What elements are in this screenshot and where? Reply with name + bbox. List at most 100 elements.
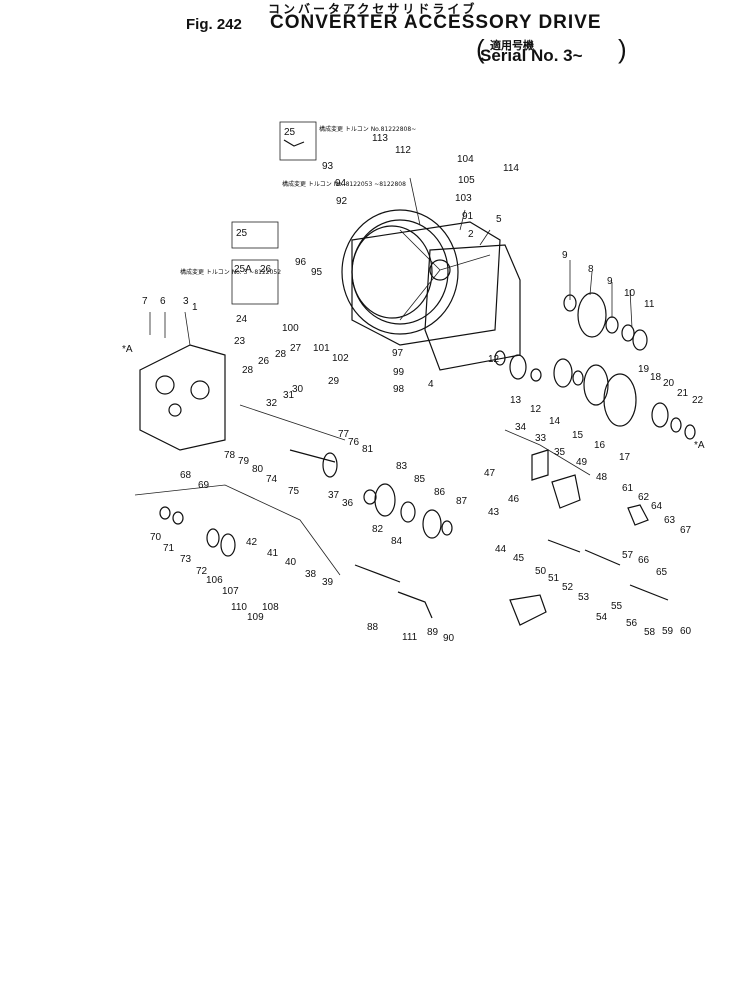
- callout-26: 26: [260, 264, 272, 275]
- callout-41: 41: [267, 548, 279, 559]
- callout-59: 59: [662, 626, 674, 637]
- callout-80: 80: [252, 464, 264, 475]
- callout-68: 68: [180, 470, 192, 481]
- callout-112: 112: [395, 145, 411, 156]
- callout-108: 108: [262, 602, 279, 613]
- callout-6: 6: [160, 296, 166, 307]
- callout-21: 21: [677, 388, 689, 399]
- callout-4: 4: [428, 379, 434, 390]
- serial-range: Serial No. 3~: [480, 46, 583, 65]
- callout-56: 56: [626, 618, 638, 629]
- callout-49: 49: [576, 457, 588, 468]
- converter-housing: [341, 209, 501, 346]
- callout-79: 79: [238, 456, 250, 467]
- callout-7: 7: [142, 296, 148, 307]
- page-title: CONVERTER ACCESSORY DRIVE: [270, 12, 602, 33]
- callout-66: 66: [638, 555, 650, 566]
- callout-35: 35: [554, 447, 566, 458]
- figure-number: Fig. 242: [186, 16, 242, 33]
- callout-36: 36: [342, 498, 354, 509]
- callout-48: 48: [596, 472, 608, 483]
- callout-57: 57: [622, 550, 634, 561]
- callout-67: 67: [680, 525, 692, 536]
- callout-107: 107: [222, 586, 239, 597]
- note-box-25b: [231, 221, 279, 305]
- callout-14: 14: [549, 416, 561, 427]
- callout-98: 98: [393, 384, 405, 395]
- mark-a-right: *A: [694, 440, 705, 451]
- callout-23: 23: [234, 336, 246, 347]
- serial-label-jp: 適用号機: [490, 39, 534, 52]
- callout-19: 19: [638, 364, 650, 375]
- serial-paren-left: (: [476, 34, 485, 64]
- callout-54: 54: [596, 612, 608, 623]
- callout-9: 9: [607, 276, 613, 287]
- callout-8: 8: [588, 264, 594, 275]
- callout-5: 5: [496, 214, 502, 225]
- note-93: 構成変更 トルコン No. 8122053 ~8122808: [282, 180, 406, 188]
- callout-73: 73: [180, 554, 192, 565]
- callout-77: 77: [338, 429, 350, 440]
- callout-28: 28: [275, 349, 287, 360]
- callout-109: 109: [247, 612, 264, 623]
- gasket-outline: [424, 244, 521, 371]
- callout-1: 1: [192, 302, 198, 313]
- callout-61: 61: [622, 483, 634, 494]
- callout-16: 16: [594, 440, 606, 451]
- callout-75: 75: [288, 486, 300, 497]
- serial-paren-right: ): [618, 34, 627, 64]
- callout-33: 33: [535, 433, 547, 444]
- note-25b: 構成変更 トルコン No. 3 ~8122052: [180, 268, 281, 276]
- callout-78: 78: [224, 450, 236, 461]
- mark-a-left: *A: [122, 344, 133, 355]
- callout-46: 46: [508, 494, 520, 505]
- callout-22: 22: [692, 395, 704, 406]
- callout-71: 71: [163, 543, 175, 554]
- callout-51: 51: [548, 573, 560, 584]
- callout-63: 63: [664, 515, 676, 526]
- callout-85: 85: [414, 474, 426, 485]
- callout-58: 58: [644, 627, 656, 638]
- callout-12: 12: [488, 354, 500, 365]
- callout-99: 99: [393, 367, 405, 378]
- callout-111: 111: [402, 632, 418, 643]
- callout-103: 103: [455, 193, 472, 204]
- callout-86: 86: [434, 487, 446, 498]
- callout-88: 88: [367, 622, 379, 633]
- valve-assembly: [509, 449, 669, 626]
- callout-27: 27: [290, 343, 302, 354]
- callout-102: 102: [332, 353, 349, 364]
- callout-104: 104: [457, 154, 474, 165]
- callout-17: 17: [619, 452, 631, 463]
- callout-90: 90: [443, 633, 455, 644]
- callout-94: 94: [335, 178, 347, 189]
- callout-15: 15: [572, 430, 584, 441]
- callout-65: 65: [656, 567, 668, 578]
- callout-25a: 25A: [234, 264, 252, 275]
- callout-2: 2: [468, 229, 474, 240]
- callout-101: 101: [313, 343, 330, 354]
- callout-38: 38: [305, 569, 317, 580]
- callout-106: 106: [206, 575, 223, 586]
- note-box-25: [279, 121, 317, 161]
- callout-34: 34: [515, 422, 527, 433]
- callout-43: 43: [488, 507, 500, 518]
- callout-9: 9: [562, 250, 568, 261]
- callout-20: 20: [663, 378, 675, 389]
- callout-45: 45: [513, 553, 525, 564]
- callout-18: 18: [650, 372, 662, 383]
- callout-labels: 1 2 3 4 5 6 7 8 9 9 10 11 12 12 13 14 15…: [122, 125, 705, 644]
- callout-95: 95: [311, 267, 323, 278]
- callout-25: 25: [236, 228, 248, 239]
- callout-37: 37: [328, 490, 340, 501]
- callout-55: 55: [611, 601, 623, 612]
- callout-110: 110: [231, 602, 247, 613]
- callout-12: 12: [530, 404, 542, 415]
- callout-72: 72: [196, 566, 208, 577]
- callout-81: 81: [362, 444, 374, 455]
- callout-42: 42: [246, 537, 258, 548]
- callout-62: 62: [638, 492, 650, 503]
- callout-97: 97: [392, 348, 404, 359]
- callout-92: 92: [336, 196, 348, 207]
